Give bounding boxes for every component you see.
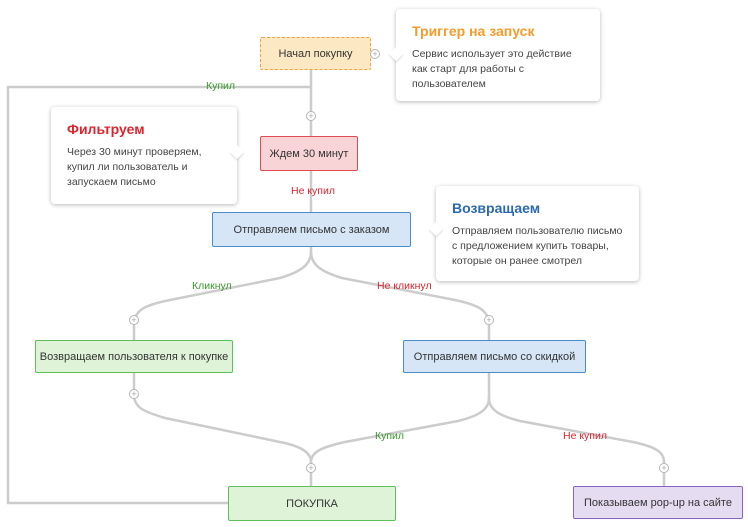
- node-return-label: Возвращаем пользователя к покупке: [39, 350, 229, 363]
- edge-label-bought-loop: Купил: [206, 80, 236, 92]
- node-purchase[interactable]: ПОКУПКА: [228, 486, 396, 521]
- connector-return-buy: [132, 371, 313, 488]
- card-title: Фильтруем: [67, 121, 145, 137]
- add-step-icon[interactable]: +: [306, 463, 316, 473]
- info-card-trigger: Триггер на запуск Сервис использует это …: [388, 9, 600, 101]
- node-start-label: Начал покупку: [278, 47, 353, 60]
- edge-label-not-bought-2: Не купил: [563, 430, 607, 442]
- add-step-icon[interactable]: +: [659, 463, 669, 473]
- add-step-icon[interactable]: +: [306, 111, 316, 121]
- node-send-discount-email[interactable]: Отправляем письмо со скидкой: [403, 340, 586, 373]
- card-title: Триггер на запуск: [412, 23, 535, 39]
- add-step-icon[interactable]: +: [484, 315, 494, 325]
- info-card-returning: Возвращаем Отправляем пользователю письм…: [428, 186, 639, 281]
- node-wait-label: Ждем 30 минут: [269, 147, 349, 160]
- node-discount-label: Отправляем письмо со скидкой: [413, 350, 576, 363]
- card-text: Отправляем пользователю письмо с предлож…: [452, 225, 623, 267]
- card-text: Сервис использует это действие как старт…: [412, 48, 572, 90]
- connector-send-branch-left: [132, 245, 313, 342]
- card-text: Через 30 минут проверяем, купил ли польз…: [67, 146, 202, 188]
- node-purchase-label: ПОКУПКА: [286, 497, 338, 510]
- node-wait-30-minutes[interactable]: Ждем 30 минут: [260, 136, 358, 171]
- edge-label-bought: Купил: [375, 430, 405, 442]
- edge-label-clicked: Кликнул: [192, 280, 232, 292]
- connector-loop-back: [6, 85, 313, 505]
- add-step-icon[interactable]: +: [129, 315, 139, 325]
- node-popup-label: Показываем pop-up на сайте: [584, 496, 732, 509]
- node-return-user[interactable]: Возвращаем пользователя к покупке: [35, 340, 233, 373]
- node-send-order-email[interactable]: Отправляем письмо с заказом: [212, 212, 411, 247]
- add-step-icon[interactable]: +: [370, 49, 380, 59]
- node-send-label: Отправляем письмо с заказом: [233, 223, 390, 236]
- node-start-purchase[interactable]: Начал покупку: [260, 37, 371, 70]
- info-card-filter: Фильтруем Через 30 минут проверяем, купи…: [51, 107, 245, 204]
- card-title: Возвращаем: [452, 200, 541, 216]
- edge-label-not-bought: Не купил: [291, 185, 335, 197]
- add-step-icon[interactable]: +: [129, 389, 139, 399]
- connector-discount-popup: [487, 396, 666, 488]
- connector-discount-buy: [309, 396, 491, 464]
- node-show-popup[interactable]: Показываем pop-up на сайте: [573, 486, 743, 519]
- edge-label-not-clicked: Не кликнул: [377, 280, 432, 292]
